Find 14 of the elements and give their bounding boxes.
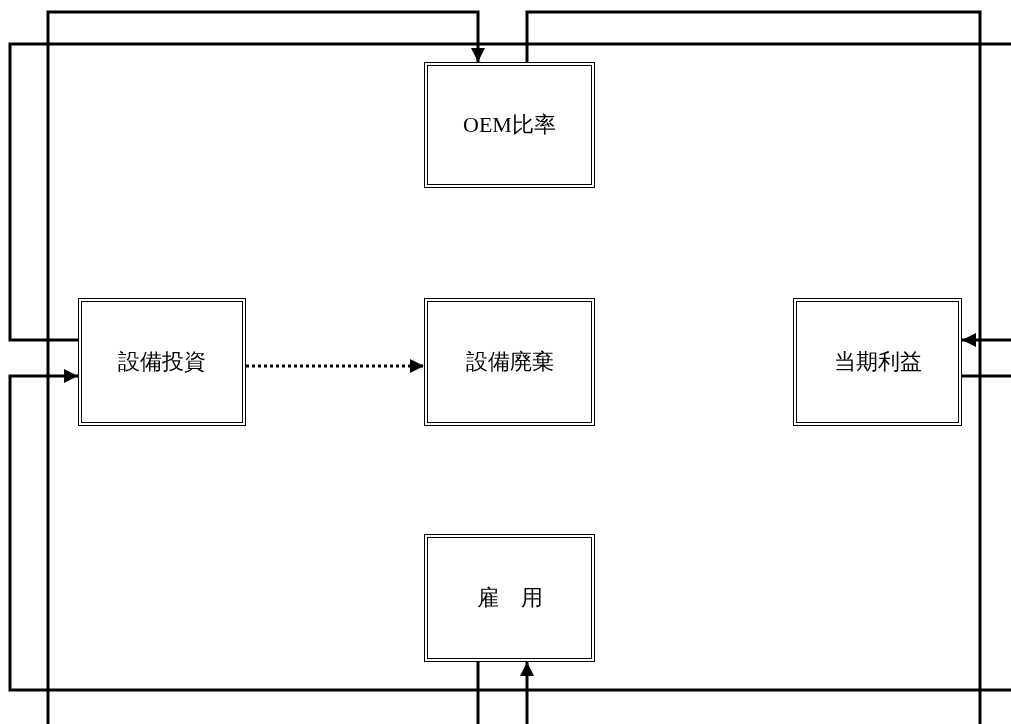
connector-line: [525, 10, 982, 724]
arrow: [246, 359, 424, 373]
arrow: [46, 10, 485, 724]
connector-line: [8, 42, 1011, 342]
arrow: [520, 662, 534, 724]
process-box: 設備投資: [78, 298, 246, 426]
process-box: 当期利益: [793, 298, 962, 426]
arrow: [8, 369, 1011, 692]
connector-line: [476, 662, 480, 724]
connector-line: [962, 374, 1011, 378]
arrow: [962, 333, 1011, 347]
process-box: 雇 用: [424, 534, 595, 662]
process-box: OEM比率: [424, 62, 595, 188]
process-box: 設備廃棄: [424, 298, 595, 426]
